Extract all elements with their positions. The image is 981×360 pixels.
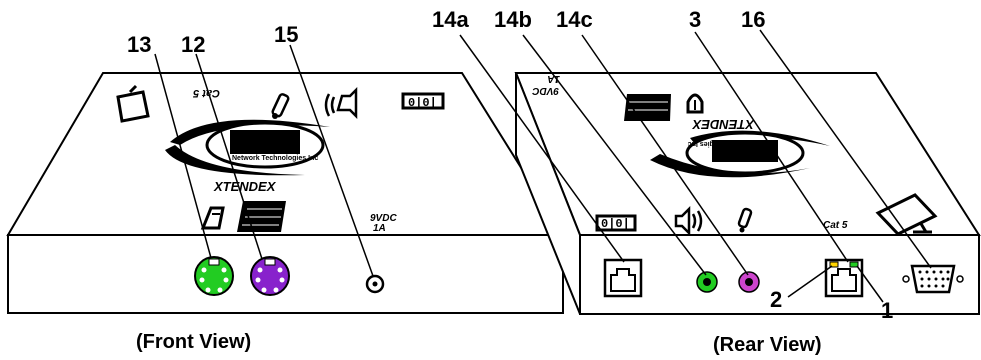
- rear-logo: Network Technologies Inc: [650, 130, 830, 178]
- vga-port: [902, 264, 964, 294]
- front-brand-label: XTENDEX: [213, 179, 277, 194]
- callout-14c: 14c: [556, 7, 593, 32]
- front-power-amp: 1A: [373, 223, 386, 234]
- speaker-icon: [674, 205, 703, 237]
- rear-brand-label: XTENDEX: [691, 117, 755, 132]
- leader-15: [289, 44, 374, 277]
- front-power-label: 9VDC: [370, 213, 397, 224]
- leader-1: [856, 265, 884, 303]
- status-led-yellow: [829, 261, 839, 268]
- leader-3: [694, 31, 849, 263]
- keyboard-icon: [237, 201, 286, 232]
- serial-icon: 0|0|: [401, 92, 445, 110]
- front-view: Cat 5 0|0| Network Technologies Inc XTEN…: [6, 22, 565, 353]
- front-logo-text: Network Technologies Inc: [232, 155, 318, 162]
- leader-2: [787, 265, 833, 298]
- speaker-icon: [324, 86, 358, 120]
- callout-14b: 14b: [494, 7, 532, 32]
- rear-cat5-label: Cat 5: [823, 220, 848, 231]
- rear-logo-text: Network Technologies Inc: [688, 140, 774, 147]
- status-led-green: [849, 261, 859, 268]
- front-logo: Network Technologies Inc: [165, 119, 330, 176]
- callout-1: 1: [881, 298, 893, 323]
- callout-13: 13: [127, 32, 151, 57]
- rear-view-caption: (Rear View): [713, 334, 822, 356]
- rj45-serial-port: [603, 258, 643, 298]
- callout-12: 12: [181, 32, 205, 57]
- keyboard-icon: [624, 94, 671, 121]
- ps2-mouse-port: [250, 256, 290, 296]
- audio-out-jack: [696, 271, 718, 293]
- callout-2: 2: [770, 287, 782, 312]
- microphone-icon: [271, 93, 290, 119]
- callout-14a: 14a: [432, 7, 469, 32]
- rj45-cat5-port: [824, 258, 864, 298]
- svg-text:0|0|: 0|0|: [408, 96, 437, 110]
- callout-3: 3: [689, 7, 701, 32]
- front-cat5-label: Cat 5: [192, 87, 220, 99]
- mouse-icon: [686, 93, 704, 114]
- leader-14a: [459, 34, 625, 263]
- leader-13: [154, 53, 212, 259]
- microphone-icon: [737, 207, 753, 233]
- leader-16: [759, 29, 932, 269]
- monitor-icon: [116, 84, 150, 123]
- rear-power-label: 9VDC: [532, 85, 559, 96]
- ps2-keyboard-port: [194, 256, 234, 296]
- svg-text:0|0|: 0|0|: [601, 217, 630, 231]
- mouse-icon: [200, 206, 225, 230]
- callout-16: 16: [741, 7, 765, 32]
- leader-12: [195, 53, 263, 260]
- leader-14b: [522, 34, 707, 276]
- rear-power-amp: 1A: [547, 73, 560, 84]
- leader-14c: [581, 34, 749, 276]
- power-jack: [365, 274, 385, 294]
- callout-15: 15: [274, 22, 298, 47]
- mic-in-jack: [738, 271, 760, 293]
- front-view-caption: (Front View): [136, 331, 251, 353]
- serial-icon: 0|0|: [595, 214, 637, 232]
- monitor-icon: [875, 193, 938, 236]
- rear-view: 9VDC 1A XTENDEX Network Technologies Inc: [432, 7, 981, 356]
